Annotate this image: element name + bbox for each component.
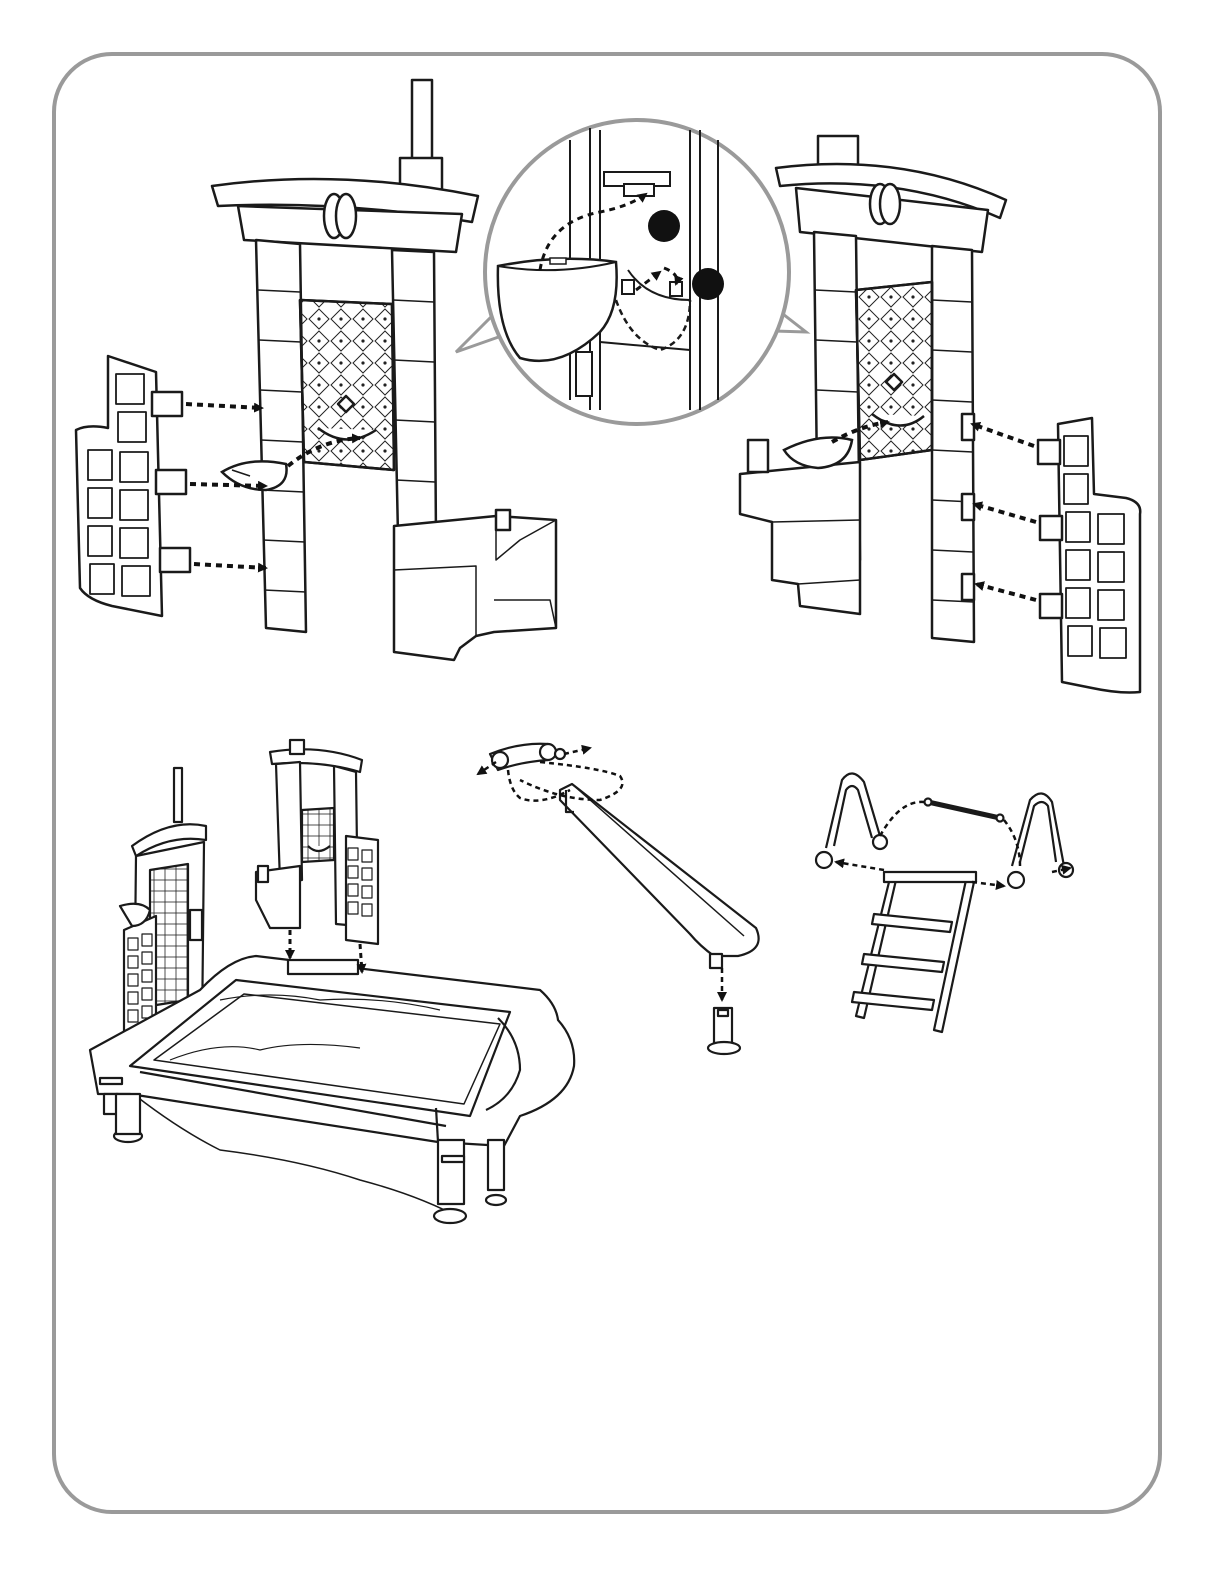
left-tower-base-block	[394, 516, 556, 660]
ladder-assembly	[816, 773, 1073, 1032]
rod-icon	[925, 799, 1004, 822]
right-side-panel	[1038, 418, 1140, 693]
left-tower-chimney	[412, 80, 432, 160]
left-side-panel	[76, 356, 190, 616]
panel-peg	[156, 470, 186, 494]
slide-icon	[560, 784, 759, 956]
left-tower-right-leg	[392, 250, 436, 540]
bracket-icon	[1008, 793, 1073, 888]
bracket-icon	[816, 773, 887, 868]
ladder-icon	[852, 872, 976, 1032]
pool-base-assembly	[90, 740, 574, 1223]
panel-peg	[152, 392, 182, 416]
left-tower-left-leg	[256, 240, 306, 632]
right-tower-assembly	[740, 136, 1006, 642]
pin-icon	[490, 744, 565, 770]
panel-peg	[160, 548, 190, 572]
step-marker-icon	[692, 268, 724, 300]
detail-callout	[456, 120, 806, 424]
left-tower-tile-wall	[300, 300, 394, 470]
post-icon	[708, 1008, 740, 1054]
basin-icon	[222, 461, 287, 490]
step-marker-icon	[648, 210, 680, 242]
left-tower-assembly	[212, 80, 556, 660]
